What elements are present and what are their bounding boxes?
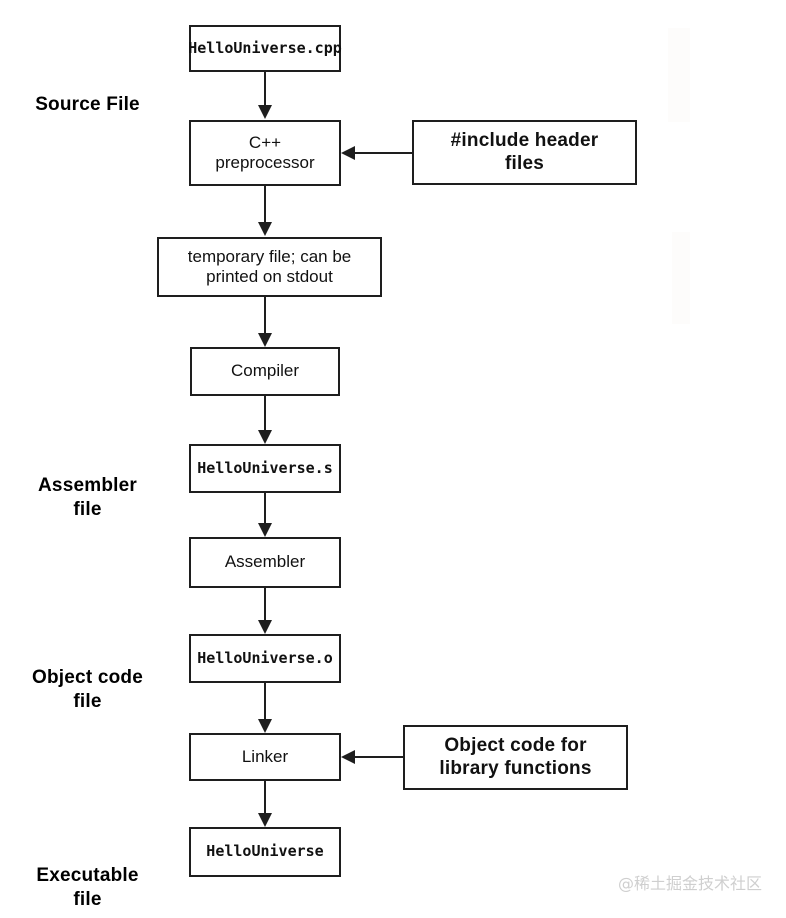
edge-include-headers-to-preprocessor <box>354 152 412 154</box>
edge-compiler-to-assembly-file <box>264 396 266 431</box>
edge-library-object-code-to-linker <box>354 756 403 758</box>
edge-preprocessor-to-tempfile <box>264 186 266 223</box>
node-hellouniverse-cpp[interactable]: HelloUniverse.cpp <box>188 25 342 72</box>
edge-assembly-file-to-assembler <box>264 493 266 524</box>
edge-tempfile-to-compiler <box>264 297 266 334</box>
node-cpp-preprocessor[interactable]: C++ preprocessor <box>189 120 341 186</box>
node-include-header-files[interactable]: #include header files <box>412 120 637 185</box>
edge-cpp-to-preprocessor <box>264 72 266 106</box>
node-label: temporary file; can be printed on stdout <box>187 246 352 286</box>
node-hellouniverse-s[interactable]: HelloUniverse.s <box>189 444 341 493</box>
node-label: HelloUniverse.s <box>197 458 333 477</box>
node-label: Linker <box>241 746 289 766</box>
node-label: HelloUniverse.cpp <box>188 38 342 57</box>
edge-linker-to-executable <box>264 781 266 814</box>
caption-assembler-file: Assembler file <box>10 450 165 521</box>
node-assembler[interactable]: Assembler <box>189 537 341 588</box>
node-linker[interactable]: Linker <box>189 733 341 781</box>
node-object-code-library[interactable]: Object code for library functions <box>403 725 628 790</box>
caption-text: Object code file <box>32 666 143 712</box>
caption-executable-file: Executable file <box>10 840 165 911</box>
node-hellouniverse-executable[interactable]: HelloUniverse <box>189 827 341 877</box>
edge-object-file-to-linker <box>264 683 266 720</box>
caption-object-code-file: Object code file <box>10 642 165 713</box>
edge-assembler-to-object-file <box>264 588 266 621</box>
node-label: HelloUniverse <box>206 842 324 861</box>
node-label: Compiler <box>230 361 300 381</box>
node-label: HelloUniverse.o <box>197 648 333 667</box>
caption-text: Assembler file <box>38 474 137 520</box>
node-temporary-file[interactable]: temporary file; can be printed on stdout <box>157 237 382 297</box>
node-compiler[interactable]: Compiler <box>190 347 340 396</box>
node-label: #include header files <box>450 130 599 174</box>
watermark: @稀土掘金技术社区 <box>618 874 763 893</box>
caption-text: Executable file <box>36 864 139 910</box>
caption-source-file: Source File <box>10 93 165 117</box>
node-label: Object code for library functions <box>439 735 592 779</box>
node-label: Assembler <box>224 552 306 572</box>
node-hellouniverse-o[interactable]: HelloUniverse.o <box>189 634 341 683</box>
caption-text: Source File <box>35 94 140 115</box>
background-artifact <box>668 28 690 122</box>
background-artifact <box>672 232 690 324</box>
node-label: C++ preprocessor <box>215 132 315 172</box>
